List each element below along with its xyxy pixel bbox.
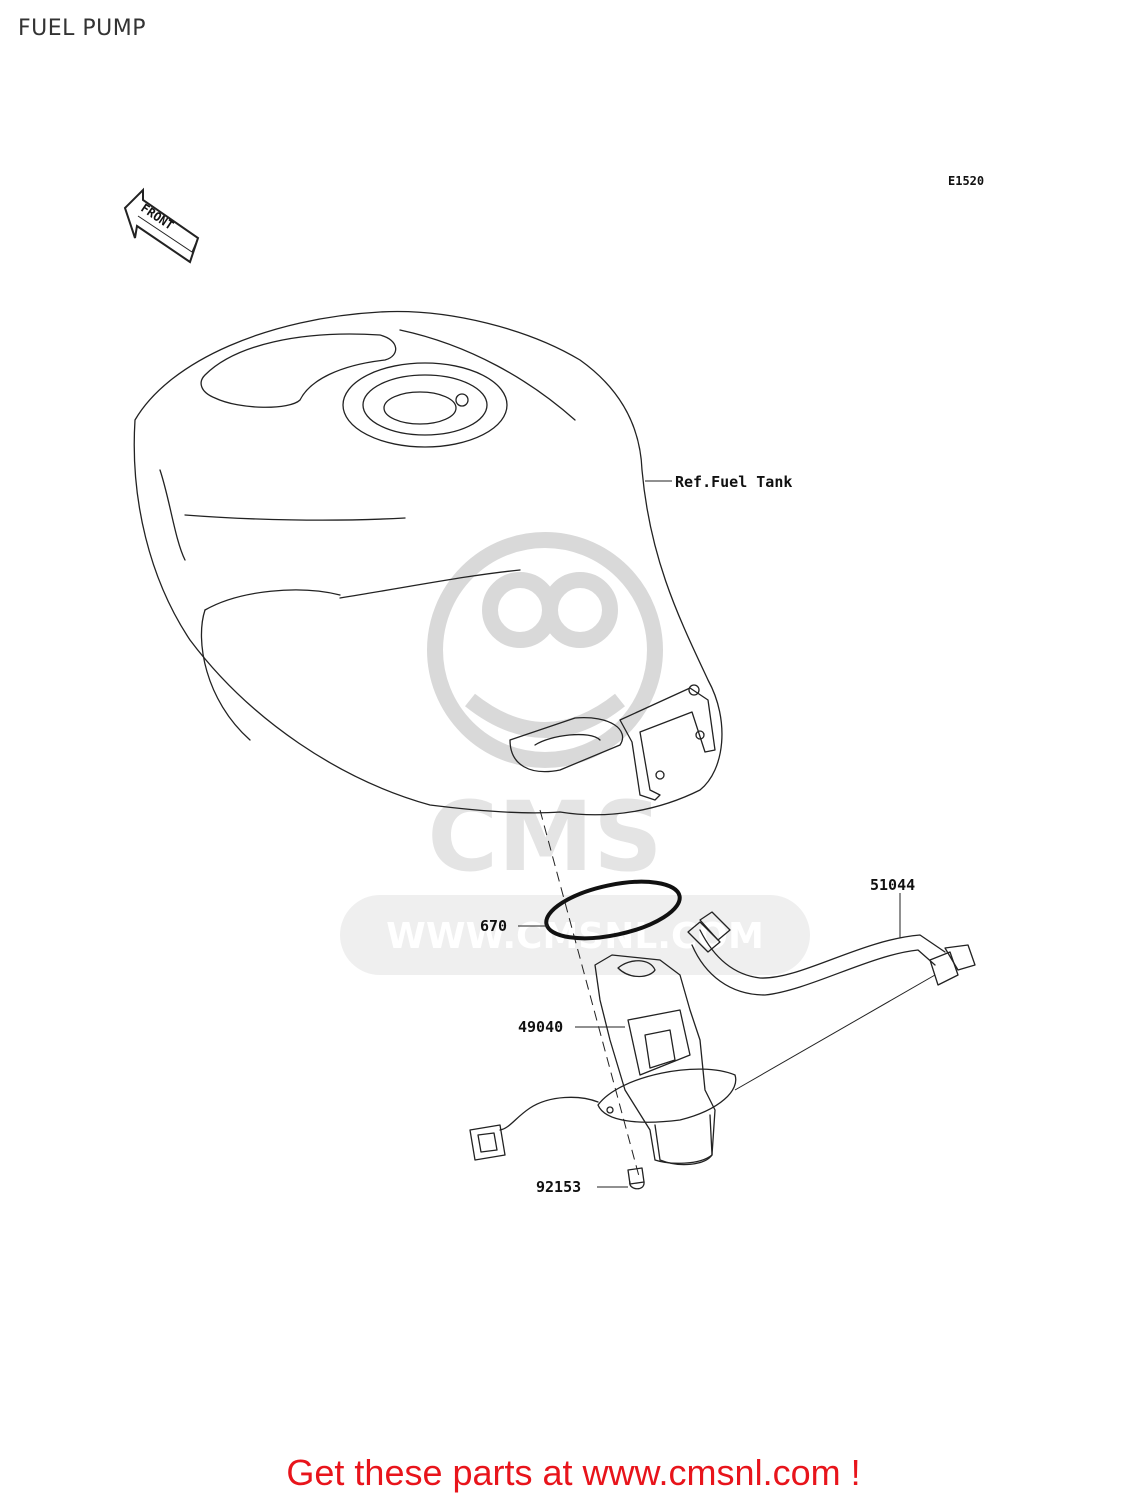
part-670-gasket — [518, 879, 682, 941]
part-label-92153: 92153 — [536, 1178, 581, 1196]
cmsnl-watermark: CMS WWW.CMSNL.COM — [340, 532, 810, 975]
footer-link[interactable]: Get these parts at www.cmsnl.com ! — [286, 1452, 861, 1493]
part-49040-fuel-pump — [469, 954, 737, 1166]
front-arrow-icon: FRONT — [123, 187, 200, 264]
page-title: FUEL PUMP — [18, 16, 147, 41]
part-label-670: 670 — [480, 917, 507, 935]
part-label-49040: 49040 — [518, 1018, 563, 1036]
fuel-tank — [133, 310, 723, 816]
part-92153-bolt — [597, 1167, 645, 1190]
watermark-letters: CMS — [427, 781, 662, 893]
ref-fuel-tank-label: Ref.Fuel Tank — [675, 473, 792, 491]
diagram-code: E1520 — [948, 174, 984, 188]
part-label-51044: 51044 — [870, 876, 915, 894]
part-51044-fuel-hose — [687, 893, 976, 1091]
